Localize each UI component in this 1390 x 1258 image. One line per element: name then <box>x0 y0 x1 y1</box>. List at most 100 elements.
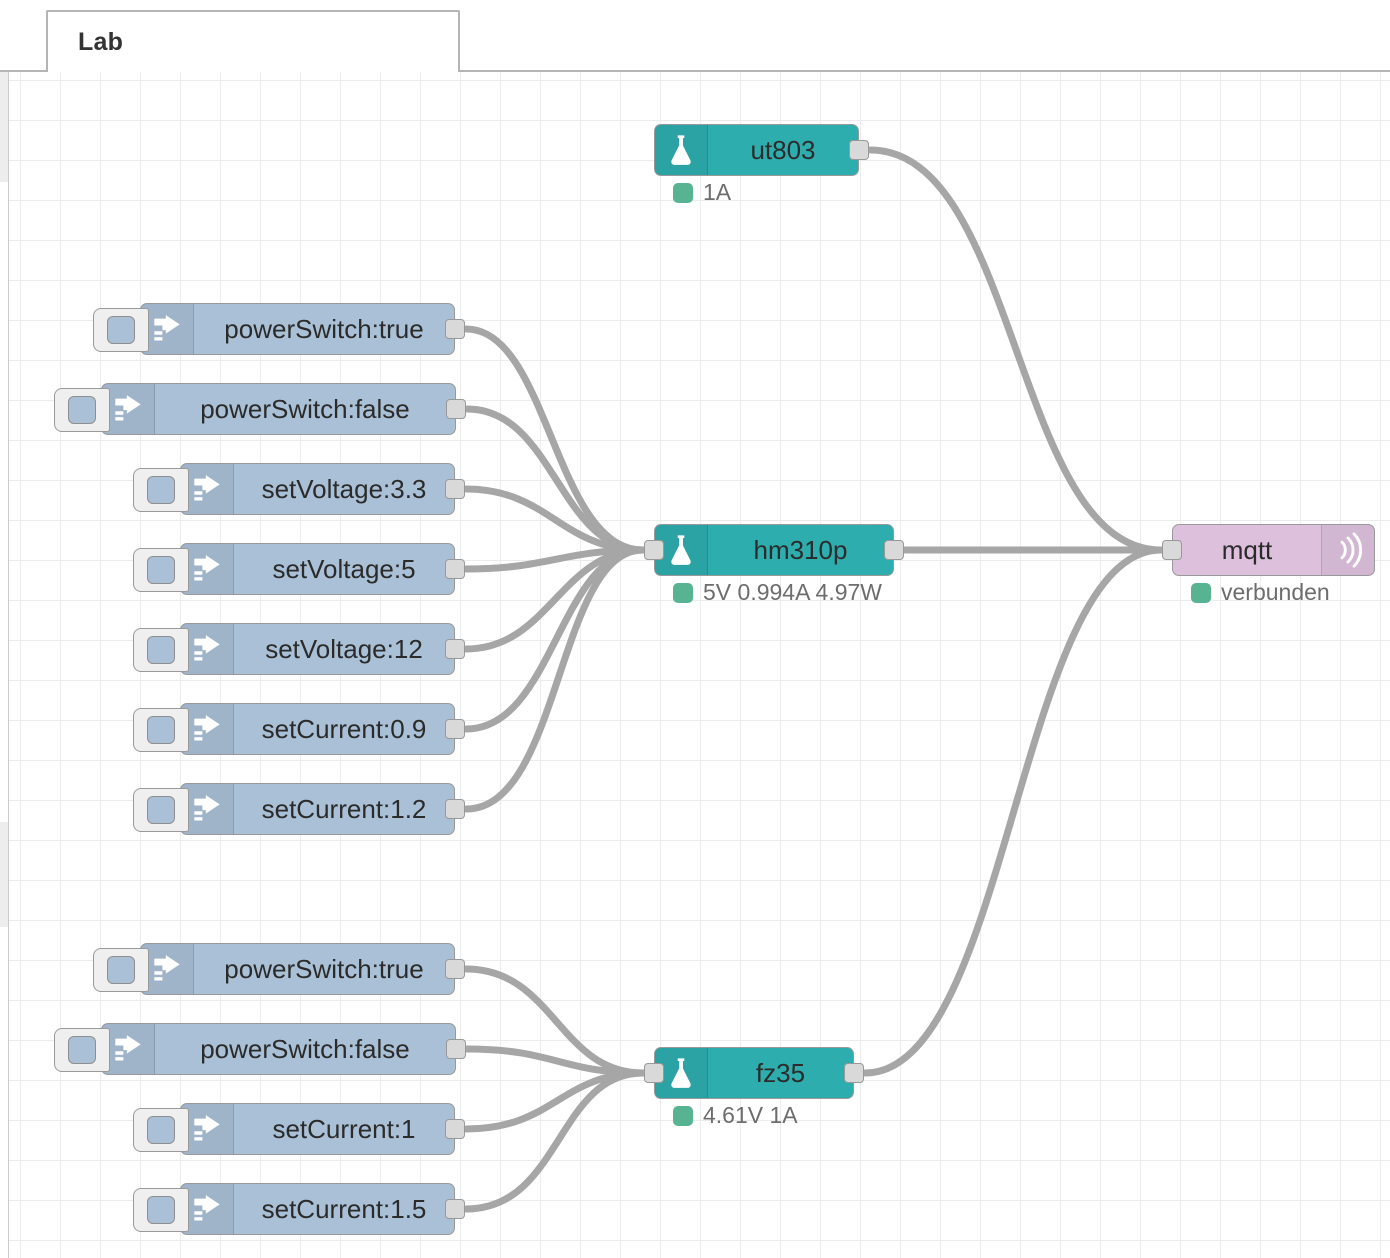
node-fz35-output-port[interactable] <box>844 1063 864 1083</box>
inject-trigger-button[interactable] <box>133 708 189 752</box>
inject-trigger-button[interactable] <box>133 468 189 512</box>
node-ut803-output-port[interactable] <box>849 140 869 160</box>
inject-node-setcurrent-1[interactable]: setCurrent:1 <box>133 1103 465 1155</box>
node-mqtt-status: verbunden <box>1191 581 1330 604</box>
inject-node-label: setVoltage:5 <box>272 554 416 584</box>
inject-node-powerswitch-false-bottom[interactable]: powerSwitch:false <box>54 1023 466 1075</box>
inject-trigger-button[interactable] <box>133 548 189 592</box>
inject-trigger-inner <box>68 1036 96 1064</box>
broadcast-icon <box>1321 525 1374 575</box>
flask-icon <box>655 125 708 175</box>
inject-trigger-inner <box>68 396 96 424</box>
inject-trigger-button[interactable] <box>54 1028 110 1072</box>
inject-arrow-icon <box>102 1024 155 1074</box>
node-fz35-label: fz35 <box>755 1058 806 1088</box>
node-mqtt[interactable]: mqtt verbunden <box>1162 524 1375 604</box>
inject-arrow-icon <box>181 544 234 594</box>
inject-output-port[interactable] <box>446 399 466 419</box>
inject-trigger-inner <box>147 716 175 744</box>
inject-arrow-icon <box>181 624 234 674</box>
node-hm310p-input-port[interactable] <box>644 540 664 560</box>
node-fz35-status: 4.61V 1A <box>673 1104 798 1127</box>
flow-canvas[interactable]: ut803 1A hm310p 5V 0.994A 4.97W <box>9 72 1390 1258</box>
node-ut803-status: 1A <box>673 181 731 204</box>
inject-trigger-button[interactable] <box>54 388 110 432</box>
inject-trigger-inner <box>147 556 175 584</box>
wire-powerswitch-true-fz35 <box>462 965 647 1077</box>
inject-arrow-icon <box>102 384 155 434</box>
node-mqtt-input-port[interactable] <box>1162 540 1182 560</box>
inject-output-port[interactable] <box>445 319 465 339</box>
inject-output-port[interactable] <box>445 639 465 659</box>
inject-node-setvoltage-5[interactable]: setVoltage:5 <box>133 543 465 595</box>
inject-trigger-button[interactable] <box>133 628 189 672</box>
wire-fz35-mqtt <box>861 546 1165 1077</box>
inject-node-powerswitch-true-top[interactable]: powerSwitch:true <box>93 303 465 355</box>
status-dot-green <box>673 1105 693 1126</box>
node-fz35-input-port[interactable] <box>644 1063 664 1083</box>
inject-output-port[interactable] <box>445 1119 465 1139</box>
inject-arrow-icon <box>181 1104 234 1154</box>
inject-node-label: powerSwitch:true <box>224 954 424 984</box>
status-dot-green <box>673 582 693 603</box>
tab-lab[interactable]: Lab <box>46 10 460 72</box>
wire-setcurrent09-hm310p <box>462 546 647 733</box>
inject-node-setcurrent-09[interactable]: setCurrent:0.9 <box>133 703 465 755</box>
node-mqtt-status-text: verbunden <box>1221 579 1330 605</box>
inject-output-port[interactable] <box>445 959 465 979</box>
inject-trigger-button[interactable] <box>133 1108 189 1152</box>
inject-trigger-inner <box>147 796 175 824</box>
inject-node-label: setVoltage:12 <box>265 634 423 664</box>
inject-trigger-inner <box>147 636 175 664</box>
canvas-vertical-scrollbar[interactable] <box>0 72 9 1258</box>
status-dot-green <box>1191 582 1211 603</box>
inject-node-setvoltage-33[interactable]: setVoltage:3.3 <box>133 463 465 515</box>
tab-lab-label: Lab <box>78 28 124 56</box>
node-hm310p-output-port[interactable] <box>884 540 904 560</box>
node-hm310p-status: 5V 0.994A 4.97W <box>673 581 882 604</box>
inject-node-label: setCurrent:0.9 <box>261 714 427 744</box>
inject-output-port[interactable] <box>445 479 465 499</box>
node-ut803-label: ut803 <box>750 135 816 165</box>
wire-setcurrent12-hm310p <box>462 546 647 813</box>
inject-arrow-icon <box>181 464 234 514</box>
flow-tab-bar: Lab <box>0 0 1390 72</box>
wire-setvoltage12-hm310p <box>462 546 647 653</box>
inject-trigger-button[interactable] <box>93 308 149 352</box>
inject-node-setvoltage-12[interactable]: setVoltage:12 <box>133 623 465 675</box>
inject-output-port[interactable] <box>445 799 465 819</box>
inject-arrow-icon <box>141 944 194 994</box>
inject-node-label: powerSwitch:false <box>200 1034 410 1064</box>
inject-output-port[interactable] <box>445 1199 465 1219</box>
scrollbar-thumb-upper[interactable] <box>0 72 8 182</box>
inject-output-port[interactable] <box>445 559 465 579</box>
inject-trigger-button[interactable] <box>93 948 149 992</box>
inject-output-port[interactable] <box>446 1039 466 1059</box>
inject-trigger-inner <box>147 476 175 504</box>
inject-trigger-button[interactable] <box>133 788 189 832</box>
wire-setvoltage33-hm310p <box>462 485 647 554</box>
inject-node-label: powerSwitch:false <box>200 394 410 424</box>
inject-node-label: setVoltage:3.3 <box>261 474 427 504</box>
inject-node-powerswitch-false-top[interactable]: powerSwitch:false <box>54 383 466 435</box>
node-hm310p[interactable]: hm310p 5V 0.994A 4.97W <box>644 524 904 604</box>
scrollbar-thumb-lower[interactable] <box>0 822 8 927</box>
status-dot-green <box>673 182 693 203</box>
inject-trigger-button[interactable] <box>133 1188 189 1232</box>
inject-node-label: setCurrent:1.2 <box>261 794 427 824</box>
inject-trigger-inner <box>147 1116 175 1144</box>
node-ut803[interactable]: ut803 1A <box>654 124 869 204</box>
wire-setvoltage5-hm310p <box>462 546 647 573</box>
inject-node-powerswitch-true-bottom[interactable]: powerSwitch:true <box>93 943 465 995</box>
inject-node-setcurrent-15[interactable]: setCurrent:1.5 <box>133 1183 465 1235</box>
inject-node-label: powerSwitch:true <box>224 314 424 344</box>
wire-powerswitch-false-fz35 <box>463 1045 647 1077</box>
node-mqtt-label: mqtt <box>1221 535 1273 565</box>
inject-arrow-icon <box>181 704 234 754</box>
wire-setcurrent1-fz35 <box>462 1069 647 1133</box>
inject-trigger-inner <box>107 316 135 344</box>
inject-output-port[interactable] <box>445 719 465 739</box>
node-fz35[interactable]: fz35 4.61V 1A <box>644 1047 864 1127</box>
inject-node-setcurrent-12[interactable]: setCurrent:1.2 <box>133 783 465 835</box>
